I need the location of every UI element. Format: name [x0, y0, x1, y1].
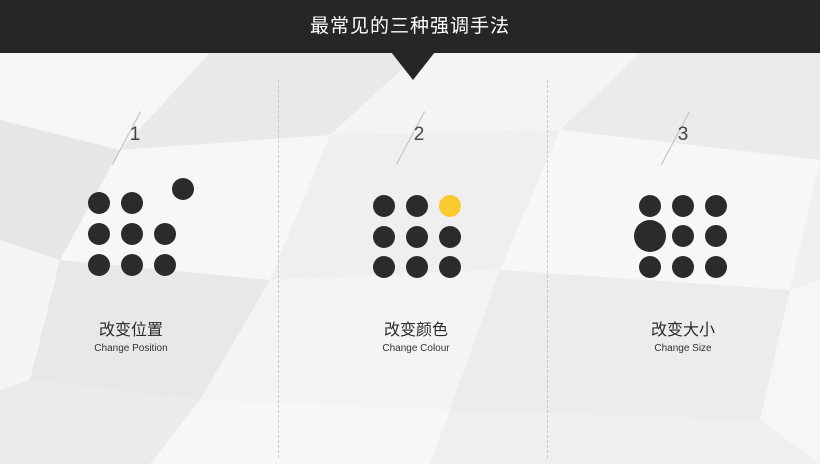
dot: [639, 256, 661, 278]
column-divider: [278, 80, 279, 458]
method-column-size: 3 改变大小 Change Size: [548, 0, 818, 464]
dot: [154, 223, 176, 245]
method-title-en: Change Size: [654, 343, 712, 354]
dot: [121, 254, 143, 276]
dot: [672, 256, 694, 278]
dot: [705, 225, 727, 247]
dot: [672, 195, 694, 217]
dot: [439, 226, 461, 248]
dot: [121, 192, 143, 214]
dot: [439, 256, 461, 278]
dot: [154, 254, 176, 276]
dot: [121, 223, 143, 245]
dot: [88, 192, 110, 214]
method-title-cn: 改变颜色: [383, 320, 448, 339]
column-divider: [547, 80, 548, 458]
method-title-cn: 改变位置: [98, 320, 163, 339]
dot: [705, 195, 727, 217]
method-column-position: 1 改变位置 Change Position: [0, 0, 270, 464]
dot: [705, 256, 727, 278]
dot: [88, 254, 110, 276]
dot: [406, 195, 428, 217]
page-title: 最常见的三种强调手法: [309, 15, 510, 37]
header-pointer: [391, 52, 435, 80]
method-column-colour: 2 改变颜色 Change Colour: [279, 0, 549, 464]
dot: [373, 195, 395, 217]
method-number: 3: [677, 124, 689, 145]
dot-displaced: [172, 178, 194, 200]
method-title-cn: 改变大小: [650, 320, 715, 339]
header-bar: 最常见的三种强调手法: [0, 0, 820, 53]
dot-enlarged: [634, 220, 666, 252]
dot: [406, 256, 428, 278]
method-number: 2: [413, 124, 425, 145]
dot: [672, 225, 694, 247]
dot: [406, 226, 428, 248]
method-title-en: Change Position: [94, 343, 168, 354]
dot: [373, 256, 395, 278]
method-number: 1: [129, 124, 141, 145]
dot: [88, 223, 110, 245]
method-title-en: Change Colour: [382, 343, 450, 354]
dot: [373, 226, 395, 248]
dot: [639, 195, 661, 217]
dot-highlighted: [439, 195, 461, 217]
